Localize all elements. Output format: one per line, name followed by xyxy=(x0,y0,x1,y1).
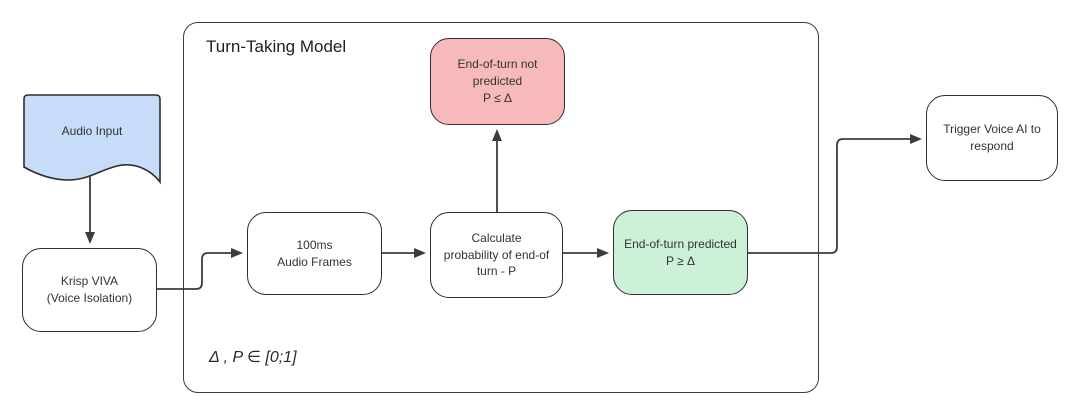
node-krisp-viva: Krisp VIVA (Voice Isolation) xyxy=(22,248,157,332)
node-audio-frames: 100ms Audio Frames xyxy=(247,212,382,295)
container-title: Turn-Taking Model xyxy=(206,37,347,56)
node-audio-input: Audio Input xyxy=(24,100,160,162)
node-trigger-voice-ai: Trigger Voice AI to respond xyxy=(926,95,1058,181)
delta-p-range-note: Δ , P ∈ [0;1] xyxy=(209,349,297,366)
node-calculate-probability: Calculate probability of end-of turn - P xyxy=(430,212,563,298)
node-end-of-turn-predicted: End-of-turn predicted P ≥ Δ xyxy=(613,210,748,295)
audio-input-label: Audio Input xyxy=(61,123,123,138)
node-end-of-turn-not-predicted: End-of-turn not predicted P ≤ Δ xyxy=(430,38,565,125)
turn-taking-model-container: Turn-Taking Model Δ , P ∈ [0;1] xyxy=(183,22,819,393)
